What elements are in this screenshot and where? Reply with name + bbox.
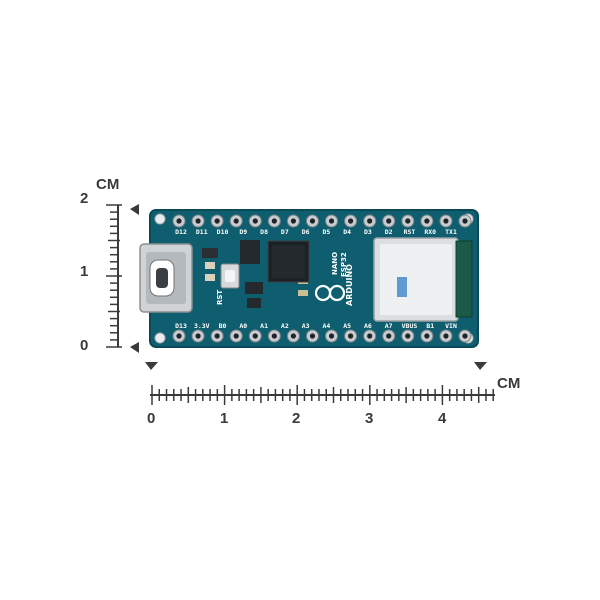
pin-label: A0 (239, 322, 247, 330)
pin-label: A6 (364, 322, 372, 330)
pin-hole (405, 218, 411, 224)
pin-hole (214, 333, 220, 339)
pin-label: RX0 (424, 228, 436, 236)
y-tick-label-0: 0 (80, 337, 88, 354)
y-tick-label-1: 1 (80, 263, 88, 280)
main-chip (267, 240, 310, 283)
esp32-module (373, 237, 473, 322)
usb-c-connector (139, 243, 193, 313)
bottom-marker-icon (130, 342, 139, 353)
pin-label: A2 (281, 322, 289, 330)
pin-label: B1 (426, 322, 434, 330)
pin-label: D9 (239, 228, 247, 236)
pin-hole (290, 218, 296, 224)
pin-label: D3 (364, 228, 372, 236)
pin-label: D4 (343, 228, 351, 236)
pin-label: 3.3V (194, 322, 210, 330)
top-pin-labels: D12 D11 D10 D9 D8 D7 D6 D5 D4 D3 D2 RST RX0 TX1 (175, 228, 457, 236)
right-marker-icon (474, 362, 487, 370)
reset-button: RST (216, 263, 240, 305)
pin-label: B0 (219, 322, 227, 330)
vertical-ruler: CM 2 1 0 (80, 176, 139, 354)
pin-hole (424, 218, 430, 224)
brand-label: ARDUINO (345, 264, 354, 306)
pin-label: VIN (445, 322, 457, 330)
horizontal-ruler: CM 0 1 2 3 4 (145, 362, 520, 427)
pin-hole (462, 218, 468, 224)
pin-label: D8 (260, 228, 268, 236)
pin-hole (386, 218, 392, 224)
pin-label: D7 (281, 228, 289, 236)
x-tick-label-1: 1 (220, 410, 228, 427)
vertical-ruler-ticks (106, 204, 122, 348)
pin-hole (309, 218, 316, 224)
pin-label: D13 (175, 322, 187, 330)
pin-hole (443, 333, 449, 339)
horizontal-unit-label: CM (497, 375, 520, 392)
model-label: NANO ESP32 (331, 252, 348, 277)
pin-hole (271, 333, 277, 339)
pin-hole (195, 333, 201, 339)
pin-label: D2 (385, 228, 393, 236)
pin-hole (271, 218, 277, 224)
pin-hole (233, 333, 239, 339)
pin-label: D5 (322, 228, 330, 236)
reset-label: RST (216, 290, 224, 305)
bottom-header-pads (172, 329, 472, 343)
pin-label: A7 (385, 322, 393, 330)
top-header-pads (172, 214, 472, 228)
pin-hole (405, 333, 411, 339)
bottom-pin-labels: D13 3.3V B0 A0 A1 A2 A3 A4 A5 A6 A7 VBUS B1 VIN (175, 322, 457, 330)
mounting-hole (154, 213, 166, 225)
x-tick-label-3: 3 (365, 410, 373, 427)
pin-hole (233, 218, 239, 224)
pin-label: VBUS (402, 322, 418, 330)
pin-hole (214, 218, 220, 224)
y-tick-label-2: 2 (80, 190, 88, 207)
pin-label: TX1 (445, 228, 457, 236)
pin-hole (328, 333, 335, 339)
pin-label: D6 (302, 228, 310, 236)
pin-hole (252, 218, 258, 224)
pin-label: A1 (260, 322, 268, 330)
arduino-logo: ARDUINO (314, 264, 354, 306)
x-tick-label-0: 0 (147, 410, 155, 427)
pin-hole (309, 333, 316, 339)
pin-label: A3 (302, 322, 310, 330)
pin-hole (462, 333, 468, 339)
pin-hole (386, 333, 392, 339)
pin-hole (367, 218, 373, 224)
model-line-2: ESP32 (340, 252, 348, 277)
model-line-1: NANO (331, 252, 339, 275)
mounting-hole (154, 332, 166, 344)
pin-hole (176, 333, 182, 339)
pin-hole (195, 218, 201, 224)
pin-hole (348, 333, 354, 339)
pin-label: D11 (196, 228, 208, 236)
pin-label: A5 (343, 322, 351, 330)
pin-label: A4 (322, 322, 330, 330)
pin-label: D10 (217, 228, 229, 236)
pin-label: D12 (175, 228, 187, 236)
pin-hole (176, 218, 182, 224)
pin-hole (367, 333, 373, 339)
pin-label: RST (404, 228, 416, 236)
pin-hole (348, 218, 354, 224)
x-tick-label-4: 4 (438, 410, 447, 427)
pin-hole (443, 218, 449, 224)
horizontal-ruler-ticks (151, 385, 494, 405)
pin-hole (424, 333, 430, 339)
pin-hole (252, 333, 258, 339)
top-marker-icon (130, 204, 139, 215)
vertical-unit-label: CM (96, 176, 119, 193)
pin-hole (290, 333, 296, 339)
left-marker-icon (145, 362, 158, 370)
pin-hole (328, 218, 335, 224)
x-tick-label-2: 2 (292, 410, 300, 427)
